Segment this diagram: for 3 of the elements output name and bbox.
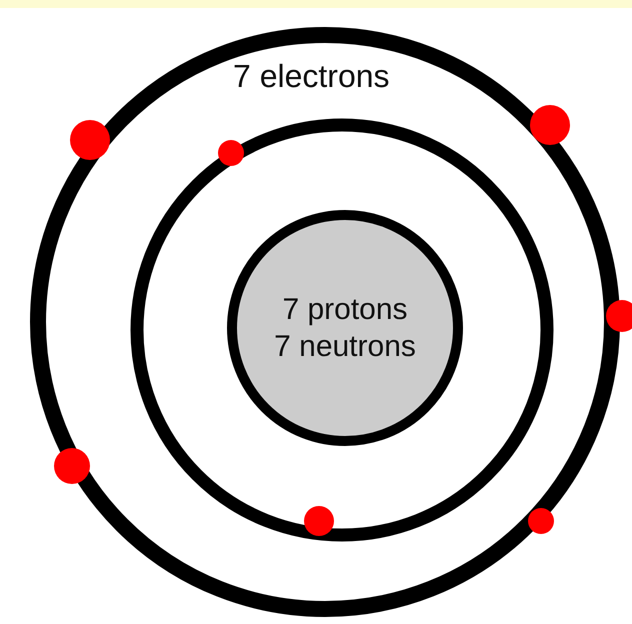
- nucleus-text: 7 neutrons: [274, 329, 416, 365]
- shell-label: 7 electrons: [233, 58, 390, 95]
- nucleus-text: 7 protons: [282, 292, 408, 328]
